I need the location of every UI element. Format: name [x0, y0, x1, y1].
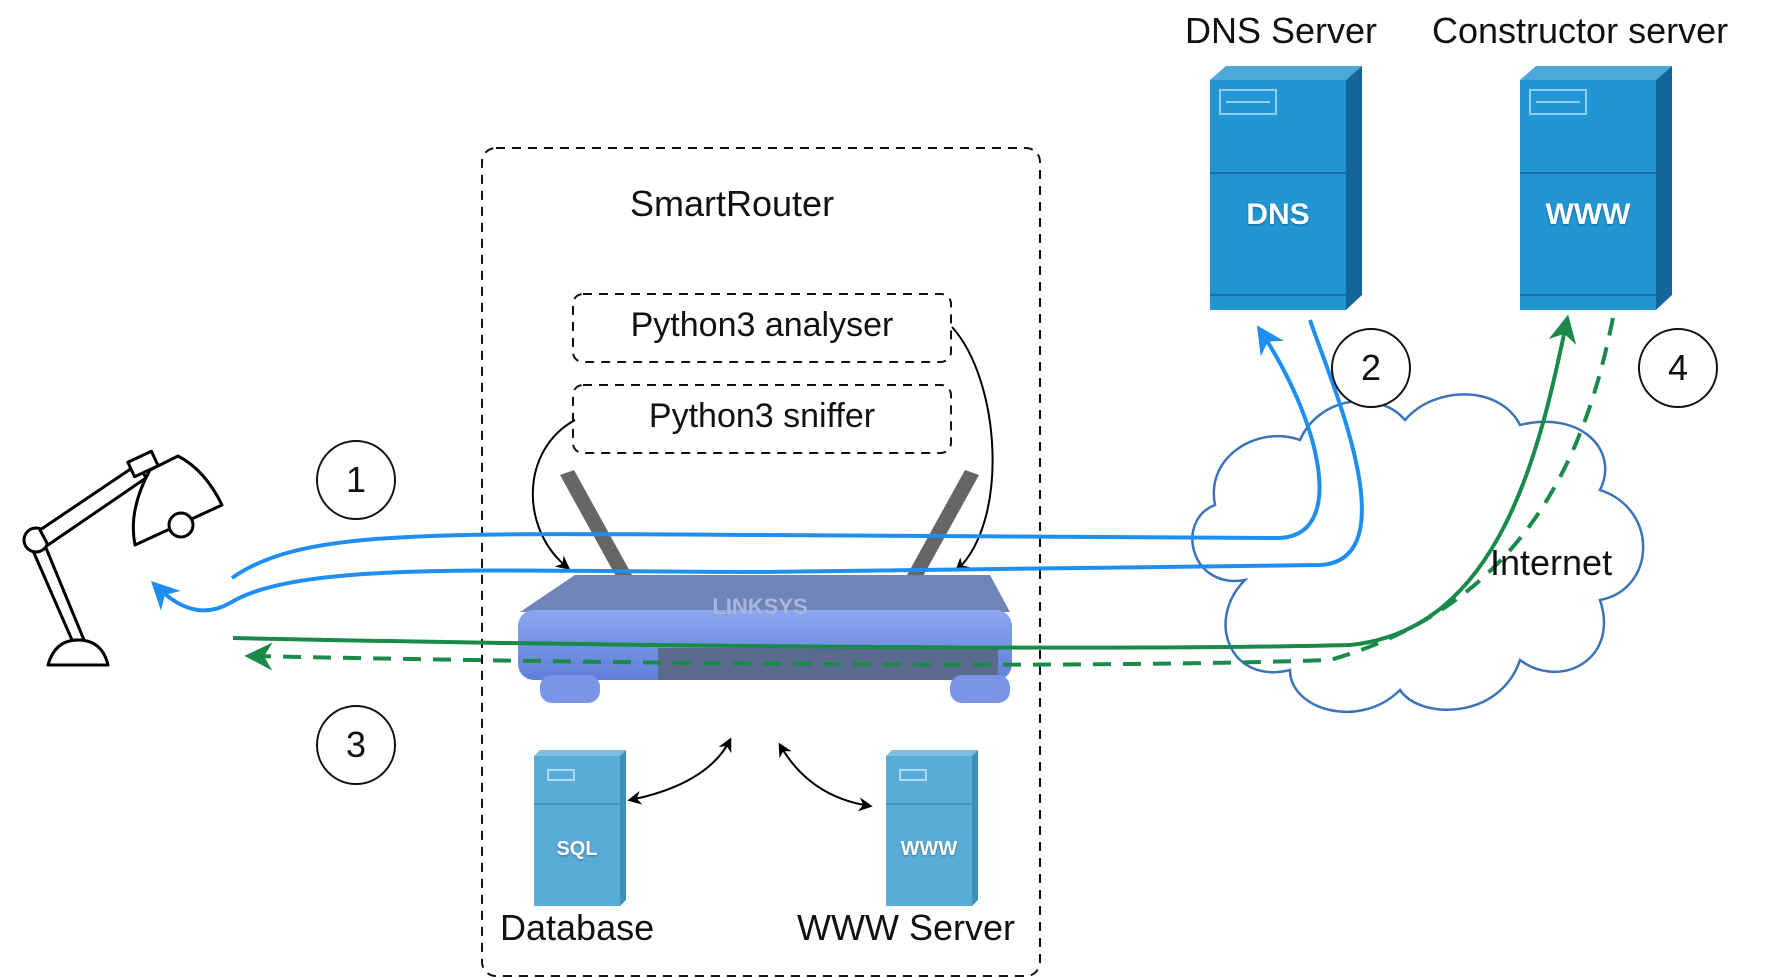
dns-icon-text: DNS: [1246, 198, 1310, 231]
sniffer-arrow: [531, 419, 576, 570]
step-2-badge: 2: [1331, 328, 1411, 408]
www-server-label: WWW Server: [797, 907, 1015, 948]
sniffer-box: [572, 384, 952, 454]
internet-label: Internet: [1490, 542, 1613, 583]
www-server-small-icon: [886, 750, 978, 906]
sniffer-label: Python3 sniffer: [648, 397, 876, 435]
analyser-box: [572, 293, 952, 363]
green-flow-to-constructor: [232, 314, 1577, 650]
analyser-arrow: [951, 326, 994, 572]
db-link-arrow: [627, 737, 732, 805]
constructor-icon-text: WWW: [1545, 198, 1631, 231]
database-server-icon: [534, 750, 626, 906]
smartrouter-container: [481, 147, 1041, 977]
step-1-badge: 1: [316, 440, 396, 520]
step-3-badge: 3: [316, 705, 396, 785]
step-4-badge: 4: [1638, 328, 1718, 408]
router-icon: LINKSYS: [518, 470, 1012, 703]
green-flow-from-constructor: [244, 317, 1615, 671]
constructor-server-label: Constructor server: [1432, 10, 1729, 51]
dns-server-label: DNS Server: [1185, 10, 1378, 51]
router-brand: LINKSYS: [712, 594, 807, 619]
internet-cloud: [1191, 393, 1645, 713]
analyser-label: Python3 analyser: [630, 306, 894, 344]
www-link-arrow: [778, 742, 873, 812]
constructor-server-icon: [1520, 66, 1672, 310]
blue-flow-to-dns: [230, 325, 1322, 580]
blue-flow-from-dns: [151, 319, 1364, 613]
lamp-device-icon: [22, 449, 224, 667]
dns-server-icon: [1210, 66, 1362, 310]
sql-icon-text: SQL: [556, 838, 598, 860]
database-label: Database: [500, 907, 655, 948]
www-small-icon-text: WWW: [900, 838, 958, 860]
smartrouter-title: SmartRouter: [630, 183, 835, 224]
